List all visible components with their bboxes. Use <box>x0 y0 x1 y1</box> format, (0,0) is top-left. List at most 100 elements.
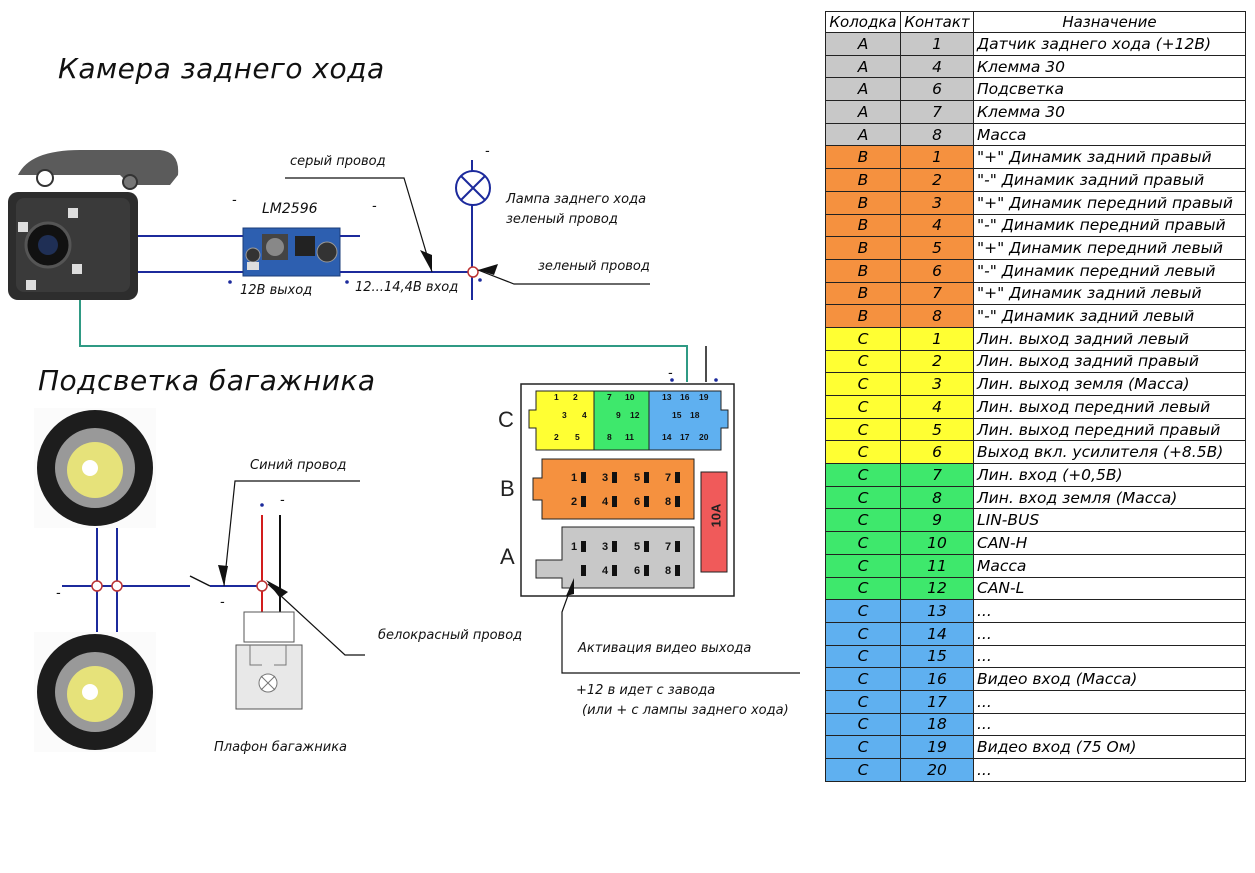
pin-cell: 6 <box>900 77 974 102</box>
minus-label-lamp: - <box>485 144 490 159</box>
block-cell: B <box>825 213 901 238</box>
table-header-row: Колодка Контакт Назначение <box>825 11 1246 33</box>
pin-cell: 18 <box>900 712 974 737</box>
svg-text:3: 3 <box>602 472 608 484</box>
svg-text:11: 11 <box>625 432 634 442</box>
purpose-cell: Видео вход (75 Ом) <box>973 735 1246 759</box>
purpose-cell: Клемма 30 <box>973 54 1246 79</box>
block-cell: B <box>825 145 901 170</box>
fuse-label: 10A <box>708 503 724 528</box>
purpose-cell: "+" Динамик передний правый <box>973 190 1246 215</box>
purpose-cell: ... <box>973 712 1246 737</box>
purpose-cell: CAN-L <box>973 576 1246 601</box>
svg-text:9: 9 <box>616 410 621 420</box>
purpose-cell: LIN-BUS <box>973 508 1246 533</box>
trunk-lamp-housing <box>235 611 303 710</box>
plus12-label-line1: +12 в идет с завода <box>576 683 716 698</box>
pin-cell: 14 <box>900 621 974 646</box>
block-cell: C <box>825 326 901 351</box>
svg-text:15: 15 <box>672 410 682 420</box>
svg-text:5: 5 <box>634 541 640 553</box>
pin-cell: 1 <box>900 326 974 351</box>
block-cell: C <box>825 463 901 487</box>
purpose-cell: "-" Динамик задний левый <box>973 304 1246 328</box>
connector-c-label: C <box>498 407 514 432</box>
pin-cell: 10 <box>900 531 974 555</box>
purpose-cell: ... <box>973 689 1246 714</box>
block-cell: C <box>825 599 901 623</box>
purpose-cell: "+" Динамик передний левый <box>973 236 1246 260</box>
svg-text:1: 1 <box>554 392 559 402</box>
svg-text:19: 19 <box>699 392 709 402</box>
lamp-label: Лампа заднего хода <box>506 192 647 207</box>
purpose-cell: Лин. вход (+0,5В) <box>973 463 1246 487</box>
pin-cell: 11 <box>900 553 974 578</box>
purpose-cell: ... <box>973 758 1246 782</box>
white-red-wire-label: белокрасный провод <box>378 628 523 643</box>
svg-text:3: 3 <box>562 410 567 420</box>
pin-cell: 4 <box>900 395 974 419</box>
purpose-cell: Датчик заднего хода (+12В) <box>973 32 1246 56</box>
pin-cell: 2 <box>900 349 974 374</box>
minus-label-connector: - <box>668 366 673 381</box>
purpose-cell: Лин. выход передний левый <box>973 395 1246 419</box>
svg-text:18: 18 <box>690 410 700 420</box>
in-12v-label: 12...14,4В вход <box>355 280 459 295</box>
block-cell: A <box>825 32 901 56</box>
pin-cell: 4 <box>900 54 974 79</box>
svg-text:2: 2 <box>573 392 578 402</box>
svg-text:3: 3 <box>602 541 608 553</box>
minus-label-trunk-top: - <box>280 493 285 508</box>
pin-cell: 20 <box>900 758 974 782</box>
connector-b-label: B <box>500 476 515 501</box>
pin-cell: 6 <box>900 258 974 283</box>
purpose-cell: "-" Динамик передний левый <box>973 258 1246 283</box>
svg-text:8: 8 <box>607 432 612 442</box>
purpose-cell: ... <box>973 599 1246 623</box>
purpose-cell: Видео вход (Масса) <box>973 667 1246 691</box>
svg-text:7: 7 <box>665 472 671 484</box>
block-cell: A <box>825 122 901 147</box>
block-cell: C <box>825 576 901 601</box>
pin-cell: 8 <box>900 122 974 147</box>
camera-title: Камера заднего хода <box>58 52 385 85</box>
pin-cell: 3 <box>900 372 974 396</box>
block-cell: C <box>825 621 901 646</box>
blue-wire-label: Синий провод <box>250 458 347 473</box>
pin-cell: 15 <box>900 644 974 669</box>
block-cell: A <box>825 100 901 124</box>
svg-text:12: 12 <box>630 410 640 420</box>
pin-cell: 7 <box>900 100 974 124</box>
block-cell: B <box>825 236 901 260</box>
block-cell: C <box>825 758 901 782</box>
pin-cell: 7 <box>900 463 974 487</box>
purpose-cell: ... <box>973 644 1246 669</box>
purpose-cell: Лин. выход передний правый <box>973 417 1246 442</box>
svg-text:2: 2 <box>554 432 559 442</box>
svg-text:4: 4 <box>582 410 587 420</box>
plus12-label-line2: (или + с лампы заднего хода) <box>582 703 789 718</box>
svg-text:6: 6 <box>634 496 640 508</box>
block-cell: C <box>825 667 901 691</box>
pin-cell: 13 <box>900 599 974 623</box>
purpose-cell: "+" Динамик задний правый <box>973 145 1246 170</box>
pin-cell: 6 <box>900 440 974 465</box>
